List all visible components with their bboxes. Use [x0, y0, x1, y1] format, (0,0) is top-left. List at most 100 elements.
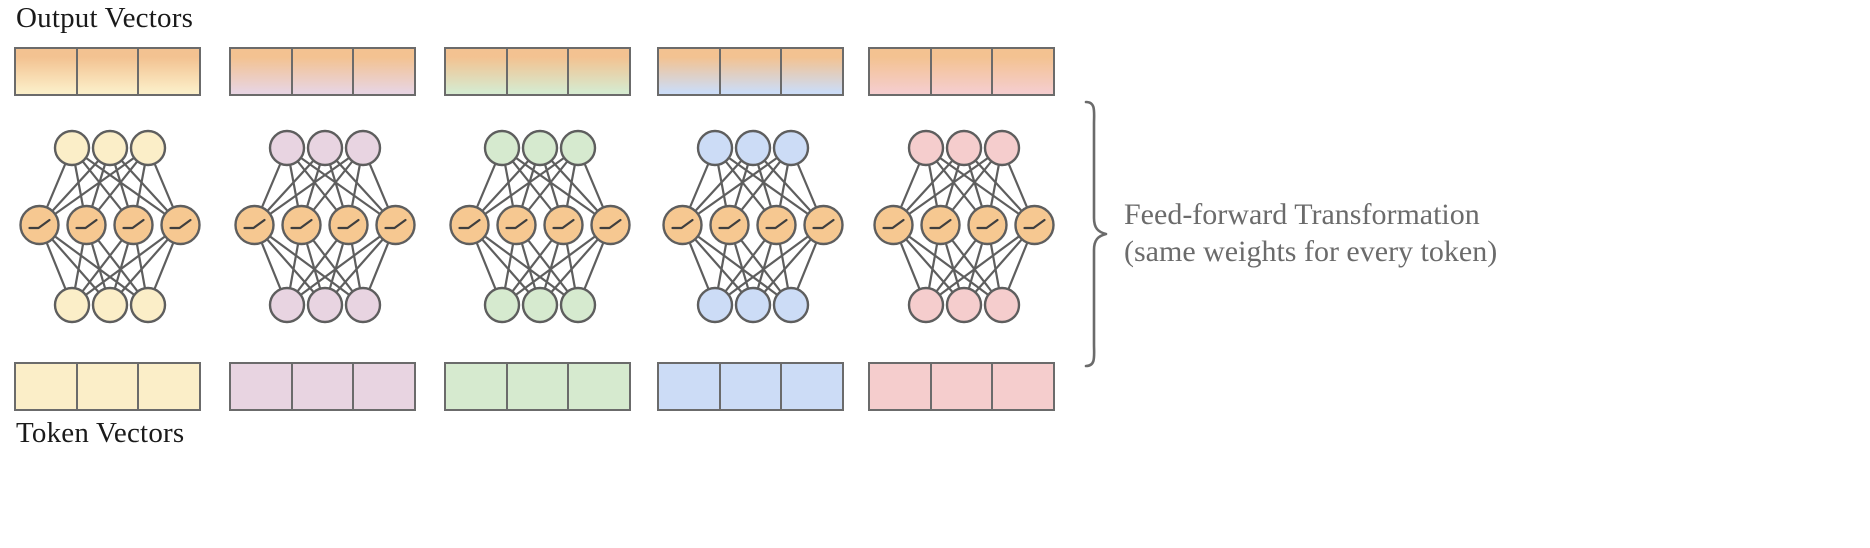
edge: [963, 147, 1036, 226]
edge: [515, 224, 579, 306]
vector-cell: [444, 362, 508, 411]
edge: [85, 224, 149, 306]
edge: [300, 147, 327, 226]
edge: [323, 147, 350, 226]
network-5: [873, 129, 1055, 324]
output-node: [483, 129, 521, 167]
vector-cell: [14, 362, 78, 411]
vector-cell: [929, 362, 994, 411]
vector-cell: [352, 47, 416, 96]
activation-node: [281, 204, 322, 246]
vector-cell: [75, 47, 140, 96]
input-node: [559, 286, 597, 324]
relu-icon: [718, 218, 741, 230]
edge: [146, 147, 182, 226]
vector-cell: [290, 47, 355, 96]
edge: [324, 147, 397, 226]
edge: [38, 224, 74, 306]
edge: [501, 147, 565, 226]
activation-node: [709, 204, 750, 246]
feed-forward-caption: Feed-forward Transformation (same weight…: [1124, 196, 1497, 270]
relu-icon: [976, 218, 999, 230]
relu-icon: [765, 218, 788, 230]
activation-node: [590, 204, 631, 246]
edge: [539, 224, 612, 306]
activation-node: [449, 204, 490, 246]
relu-icon: [552, 218, 575, 230]
output-node: [344, 129, 382, 167]
edge: [286, 147, 350, 226]
output-node: [268, 129, 306, 167]
caption-line-2: (same weights for every token): [1124, 235, 1498, 268]
output-node: [53, 129, 91, 167]
edge: [714, 224, 778, 306]
edge: [38, 224, 111, 306]
activation-node: [920, 204, 961, 246]
network-4: [662, 129, 844, 324]
relu-icon: [458, 218, 481, 230]
edge: [986, 224, 1004, 306]
edge: [714, 224, 825, 306]
input-node: [983, 286, 1021, 324]
output-node: [734, 129, 772, 167]
vector-cell: [657, 47, 721, 96]
activation-node: [66, 204, 107, 246]
relu-icon: [75, 218, 98, 230]
edge: [71, 147, 182, 226]
edge: [253, 147, 289, 226]
edge: [752, 147, 825, 226]
edge: [286, 224, 350, 306]
edge: [576, 224, 612, 306]
relu-icon: [671, 218, 694, 230]
edge: [538, 224, 565, 306]
edge: [681, 224, 717, 306]
edge: [132, 147, 150, 226]
edge: [468, 224, 541, 306]
activation-node: [234, 204, 275, 246]
edge: [515, 147, 579, 226]
vector-cell: [290, 362, 355, 411]
activation-node: [662, 204, 703, 246]
relu-icon: [290, 218, 313, 230]
network-2: [234, 129, 416, 324]
edge: [789, 224, 825, 306]
edge: [501, 224, 565, 306]
vector-cell: [137, 362, 201, 411]
edge: [789, 147, 825, 226]
edge: [515, 224, 542, 306]
edge: [728, 147, 755, 226]
edge: [925, 224, 989, 306]
edge: [681, 224, 792, 306]
edge: [285, 147, 303, 226]
edge: [285, 224, 303, 306]
edge: [751, 224, 778, 306]
token-vector-4: [657, 362, 844, 411]
edge: [468, 224, 504, 306]
edge: [468, 147, 579, 226]
edge: [713, 224, 731, 306]
edge: [300, 147, 364, 226]
edge: [253, 224, 326, 306]
edge: [939, 224, 1003, 306]
edge: [576, 147, 612, 226]
caption-line-1: Feed-forward Transformation: [1124, 198, 1480, 231]
edge: [681, 147, 754, 226]
activation-node: [967, 204, 1008, 246]
activation-node: [803, 204, 844, 246]
relu-icon: [384, 218, 407, 230]
edge: [681, 147, 792, 226]
edge: [300, 224, 364, 306]
edge: [286, 224, 397, 306]
input-node: [306, 286, 344, 324]
edge: [752, 224, 825, 306]
edge: [538, 147, 565, 226]
relu-icon: [1023, 218, 1046, 230]
input-node: [53, 286, 91, 324]
edge: [85, 147, 149, 226]
input-node: [772, 286, 810, 324]
edge: [714, 147, 825, 226]
edge: [38, 147, 111, 226]
activation-node: [873, 204, 914, 246]
edge: [501, 147, 612, 226]
